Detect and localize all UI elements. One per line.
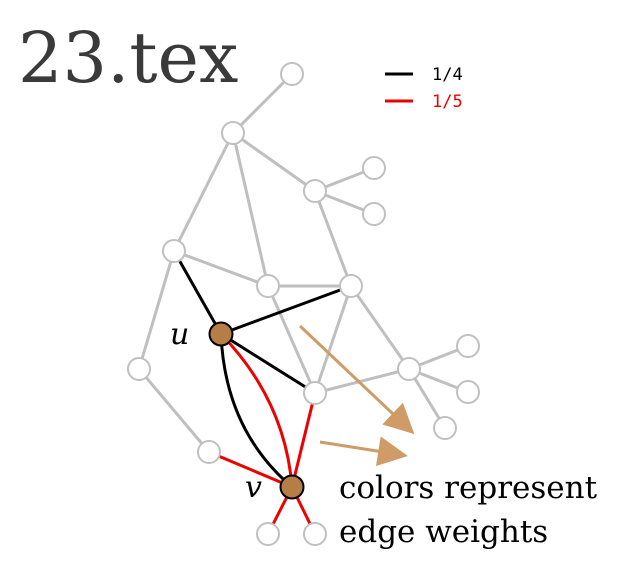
node [256, 522, 280, 546]
node-u [208, 321, 234, 347]
node [339, 274, 363, 298]
graph-nodes [127, 62, 480, 546]
black-edges [172, 249, 353, 489]
legend-label-black: 1/4 [432, 65, 463, 85]
legend: 1/4 1/5 [385, 65, 463, 112]
node-u-label: u [170, 317, 189, 352]
node-v-label: v [245, 470, 262, 505]
node [397, 357, 421, 381]
node [362, 156, 386, 180]
node [433, 416, 457, 440]
node [303, 179, 327, 203]
annotation-arrows [298, 324, 415, 467]
node [197, 440, 221, 464]
node [256, 274, 280, 298]
node [456, 380, 480, 404]
caption-line-1: colors represent [339, 470, 598, 506]
node [127, 357, 151, 381]
arrow-upper [298, 324, 415, 435]
title: 23.tex [18, 17, 238, 99]
node [221, 121, 245, 145]
arrow-lower [319, 436, 408, 467]
node [456, 334, 480, 358]
node-v [279, 474, 305, 500]
node [280, 62, 304, 86]
node [303, 381, 327, 405]
gray-edges [137, 72, 470, 454]
node [162, 239, 186, 263]
node [303, 522, 327, 546]
legend-label-red: 1/5 [432, 92, 463, 112]
caption-line-2: edge weights [339, 514, 548, 550]
node [362, 202, 386, 226]
